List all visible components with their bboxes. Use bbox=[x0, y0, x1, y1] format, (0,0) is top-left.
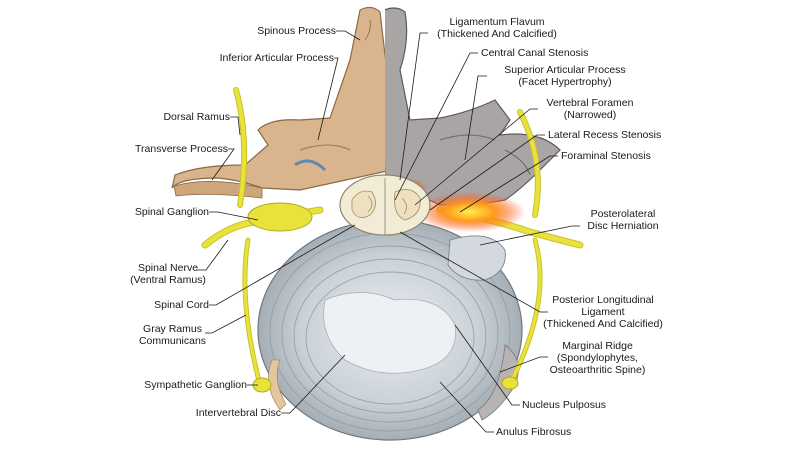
label-line: Spinal Ganglion bbox=[134, 206, 209, 218]
label-superior-articular-process: Superior Articular Process (Facet Hypert… bbox=[490, 64, 640, 88]
label-line: (Thickened And Calcified) bbox=[543, 318, 663, 330]
label-line: Disc Herniation bbox=[587, 220, 659, 232]
label-foraminal-stenosis: Foraminal Stenosis bbox=[561, 150, 661, 162]
label-line: Osteoarthritic Spine) bbox=[549, 364, 646, 376]
label-posterolateral-disc-herniation: Posterolateral Disc Herniation bbox=[578, 208, 668, 232]
label-line: (Facet Hypertrophy) bbox=[518, 76, 612, 88]
intervertebral-disc-shape bbox=[257, 219, 523, 441]
label-line: (Narrowed) bbox=[563, 109, 617, 121]
label-line: Ligamentum Flavum bbox=[449, 16, 545, 28]
label-line: Transverse Process bbox=[135, 143, 228, 155]
label-line: Ligament bbox=[581, 306, 625, 318]
label-line: (Thickened And Calcified) bbox=[437, 28, 557, 40]
label-line: Foraminal Stenosis bbox=[561, 150, 651, 162]
label-line: (Spondylophytes, bbox=[556, 352, 639, 364]
label-nucleus-pulposus: Nucleus Pulposus bbox=[522, 399, 622, 411]
label-spinal-cord: Spinal Cord bbox=[139, 299, 209, 311]
label-line: Posterior Longitudinal bbox=[552, 294, 654, 306]
label-line: Superior Articular Process bbox=[504, 64, 626, 76]
label-sympathetic-ganglion: Sympathetic Ganglion bbox=[132, 379, 247, 391]
label-vertebral-foramen: Vertebral Foramen (Narrowed) bbox=[540, 97, 640, 121]
right-sympathetic-ganglion-shape bbox=[501, 376, 519, 390]
label-line: Sympathetic Ganglion bbox=[144, 379, 247, 391]
label-line: Gray Ramus bbox=[143, 323, 202, 335]
label-line: Posterolateral bbox=[590, 208, 656, 220]
label-line: (Ventral Ramus) bbox=[130, 274, 206, 286]
label-spinal-nerve: Spinal Nerve (Ventral Ramus) bbox=[128, 262, 208, 286]
label-line: Spinal Nerve bbox=[137, 262, 199, 274]
label-gray-ramus-communicans: Gray Ramus Communicans bbox=[135, 323, 210, 347]
leader-lines bbox=[196, 30, 580, 433]
spinal-cord-shape bbox=[339, 174, 431, 236]
label-line: Spinal Cord bbox=[154, 299, 209, 311]
label-line: Marginal Ridge bbox=[562, 340, 633, 352]
label-line: Inferior Articular Process bbox=[219, 52, 334, 64]
label-line: Anulus Fibrosus bbox=[496, 426, 572, 438]
label-central-canal-stenosis: Central Canal Stenosis bbox=[481, 47, 621, 59]
label-line: Lateral Recess Stenosis bbox=[548, 129, 662, 141]
label-spinous-process: Spinous Process bbox=[236, 25, 336, 37]
label-line: Central Canal Stenosis bbox=[481, 47, 589, 59]
label-line: Communicans bbox=[138, 335, 207, 347]
label-ligamentum-flavum: Ligamentum Flavum (Thickened And Calcifi… bbox=[422, 16, 572, 40]
label-lateral-recess-stenosis: Lateral Recess Stenosis bbox=[548, 129, 678, 141]
label-line: Vertebral Foramen bbox=[546, 97, 634, 109]
label-posterior-longitudinal-ligament: Posterior Longitudinal Ligament (Thicken… bbox=[538, 294, 668, 330]
label-line: Intervertebral Disc bbox=[195, 407, 281, 419]
label-line: Dorsal Ramus bbox=[163, 111, 230, 123]
label-inferior-articular-process: Inferior Articular Process bbox=[194, 52, 334, 64]
label-intervertebral-disc: Intervertebral Disc bbox=[176, 407, 281, 419]
label-dorsal-ramus: Dorsal Ramus bbox=[140, 111, 230, 123]
label-spinal-ganglion: Spinal Ganglion bbox=[119, 206, 209, 218]
label-transverse-process: Transverse Process bbox=[118, 143, 228, 155]
foraminal-inflammation bbox=[415, 192, 525, 232]
spinal-ganglion-shape bbox=[247, 202, 313, 232]
label-anulus-fibrosus: Anulus Fibrosus bbox=[496, 426, 596, 438]
label-marginal-ridge: Marginal Ridge (Spondylophytes, Osteoart… bbox=[540, 340, 655, 376]
label-line: Spinous Process bbox=[257, 25, 336, 37]
label-line: Nucleus Pulposus bbox=[522, 399, 607, 411]
